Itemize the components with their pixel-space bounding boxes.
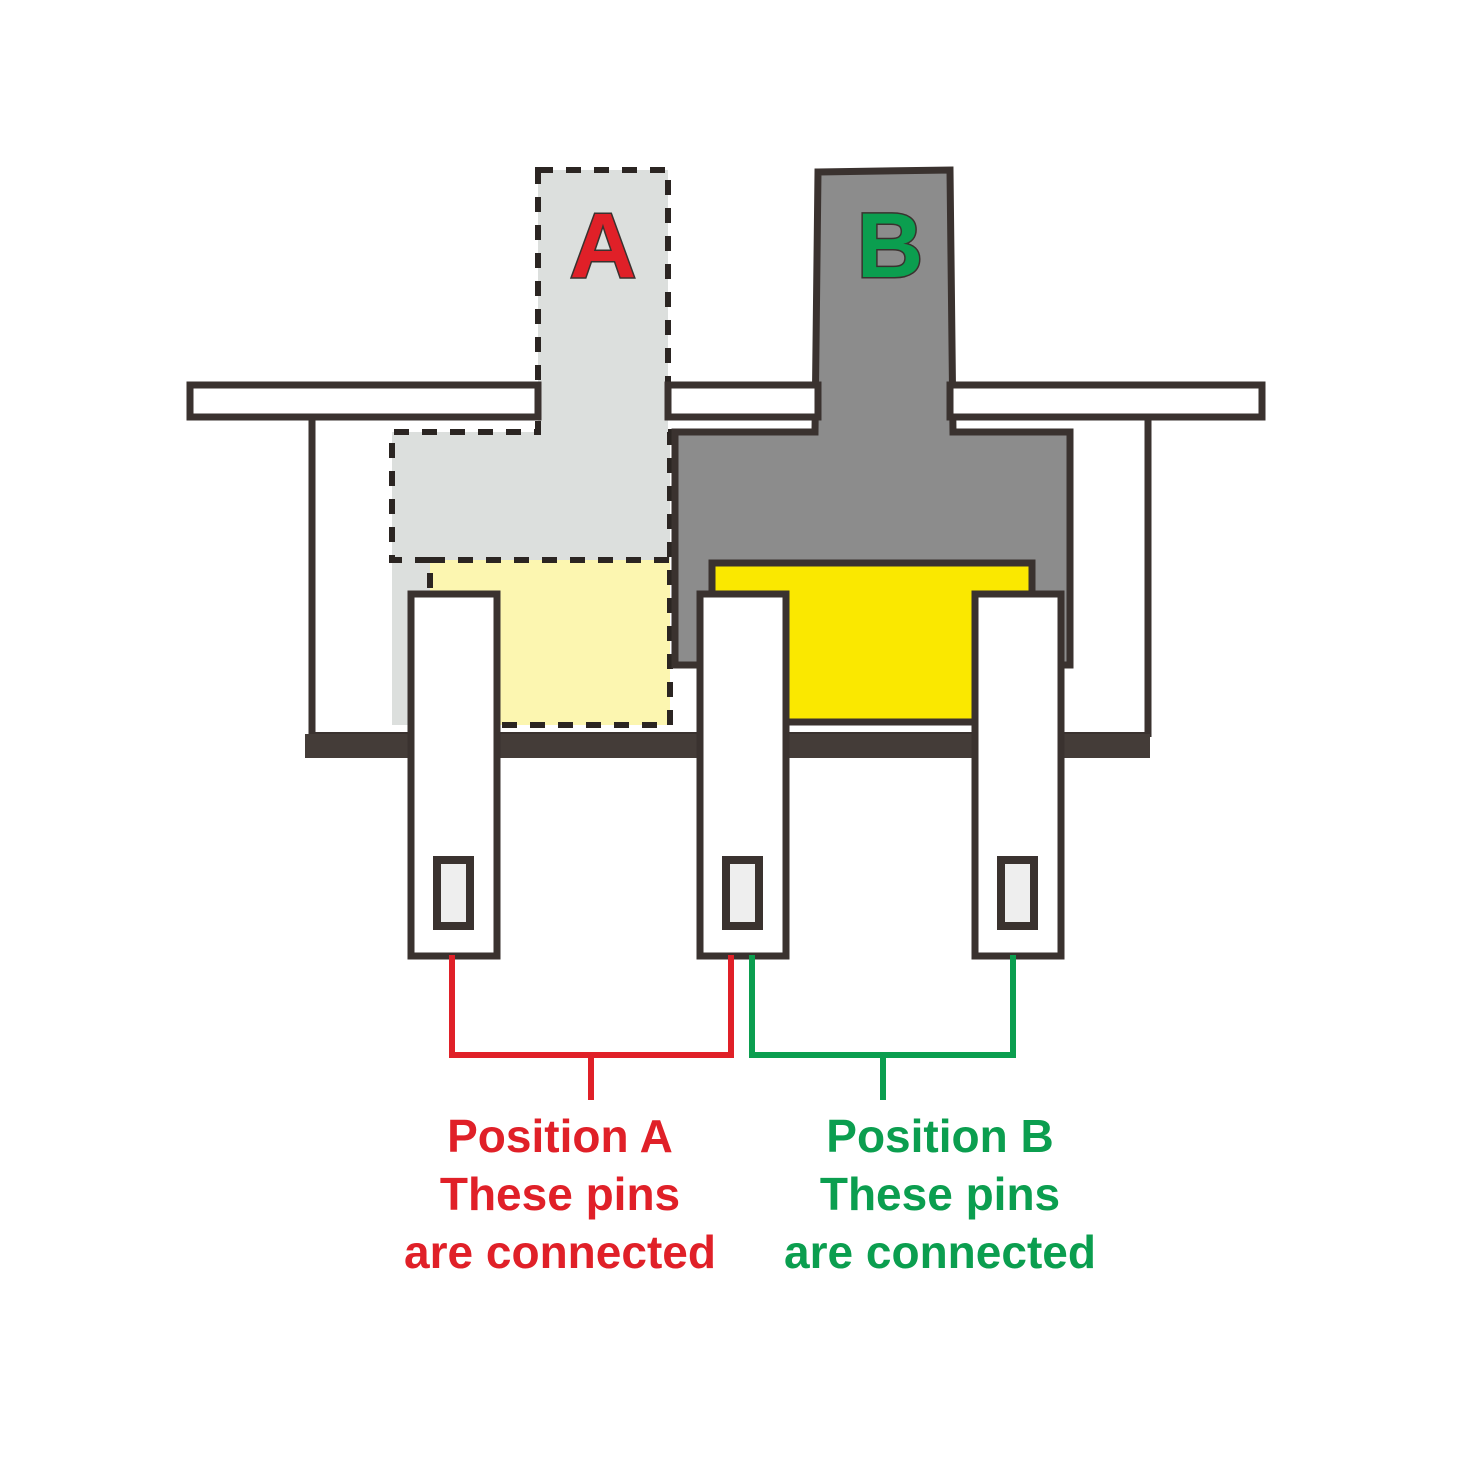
caption-a-line2: These pins (440, 1168, 680, 1220)
lever-b-active-group[interactable]: B (671, 166, 1074, 726)
caption-b-line1: Position B (826, 1110, 1053, 1162)
caption-b-line2: These pins (820, 1168, 1060, 1220)
switch-bezel-flange (186, 381, 1266, 421)
caption-a-line1: Position A (447, 1110, 673, 1162)
pin-1[interactable] (407, 590, 501, 960)
connection-bracket-a (449, 955, 734, 1100)
caption-b-line3: are connected (784, 1226, 1096, 1278)
pin-3-hole (997, 856, 1038, 930)
connection-bracket-b (749, 955, 1016, 1100)
lever-a-ghost-fill (392, 170, 670, 725)
pin-2[interactable] (696, 590, 790, 960)
caption-position-a: Position A These pins are connected (404, 1110, 716, 1278)
pin-1-hole (433, 856, 474, 930)
caption-a-line3: are connected (404, 1226, 716, 1278)
bracket-a-path (449, 955, 734, 1058)
lever-b-letter: B (857, 195, 923, 297)
bezel-middle-segment (664, 381, 822, 421)
caption-position-b: Position B These pins are connected (784, 1110, 1096, 1278)
lever-a-letter: A (570, 195, 636, 297)
lever-b-body (671, 166, 1074, 669)
pin-3[interactable] (971, 590, 1065, 960)
pin-2-hole (722, 856, 763, 930)
bezel-right-segment (946, 381, 1266, 421)
bracket-b-path (749, 955, 1016, 1058)
bezel-left-segment (186, 381, 542, 421)
